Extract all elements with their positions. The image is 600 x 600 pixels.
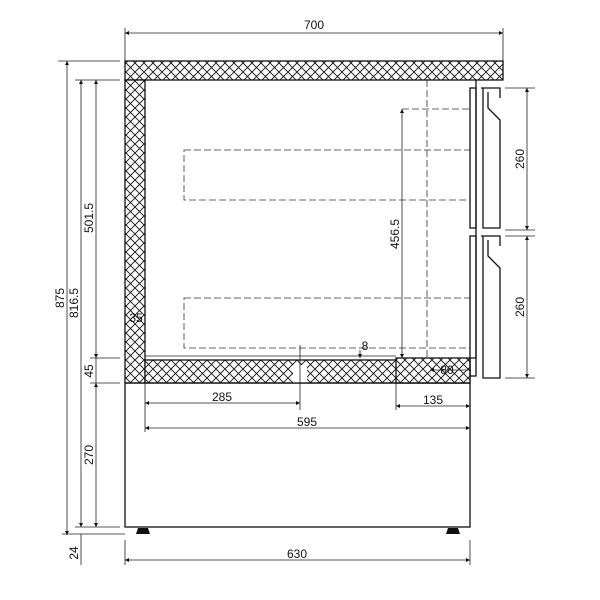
door-frame <box>470 80 477 359</box>
dim-drawer-lower: 260 <box>513 297 527 317</box>
dim-floor-step: 8 <box>362 339 369 353</box>
dim-body-height: 816.5 <box>67 288 81 318</box>
dim-evaporator-depth: 135 <box>423 393 443 407</box>
dim-overall-width: 700 <box>304 18 324 32</box>
lower-drawer[interactable] <box>469 235 501 379</box>
upper-drawer[interactable] <box>469 87 501 229</box>
base-compartment <box>124 382 471 528</box>
dim-overall-height: 875 <box>53 288 67 308</box>
rear-foot <box>136 528 150 534</box>
dim-wall-thickness: 35 <box>129 311 143 325</box>
dim-foot-height: 24 <box>67 546 81 560</box>
dim-interior-height: 501.5 <box>82 203 96 233</box>
dim-inner-clearance: 456.5 <box>388 219 402 249</box>
dim-base-height: 270 <box>82 445 96 465</box>
dim-center-offset: 285 <box>212 390 232 404</box>
front-foot <box>446 528 460 534</box>
dim-front-insulation: 80 <box>440 363 454 377</box>
front-insulation-block <box>395 357 471 384</box>
dim-drawer-upper: 260 <box>513 149 527 169</box>
dim-interior-depth: 595 <box>297 415 317 429</box>
top-insulation <box>124 60 504 81</box>
dim-base-width: 630 <box>287 547 307 561</box>
rear-wall-insulation <box>124 79 146 384</box>
dim-floor-thickness: 45 <box>82 364 96 378</box>
